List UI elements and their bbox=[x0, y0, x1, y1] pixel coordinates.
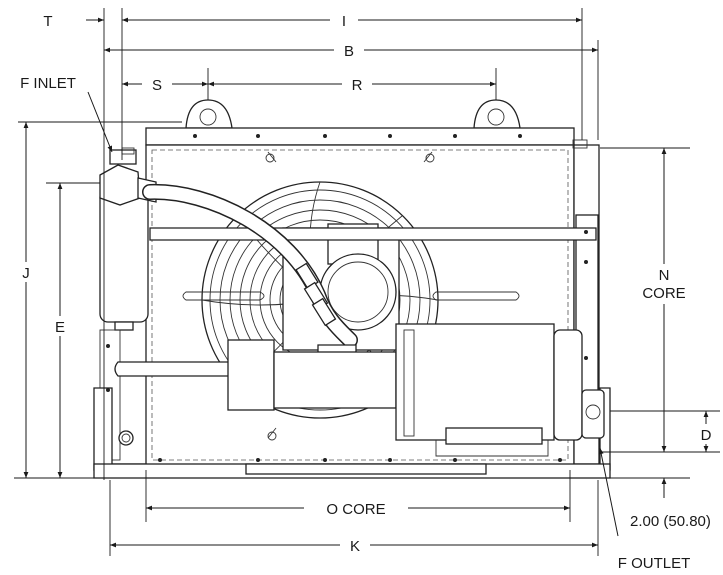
lifting-lug-left bbox=[185, 99, 233, 129]
outlet-fitting bbox=[581, 389, 605, 439]
label-S: S bbox=[152, 77, 162, 94]
lifting-lug-right bbox=[473, 99, 521, 129]
motor bbox=[227, 323, 583, 445]
label-F-inlet: F INLET bbox=[20, 75, 76, 92]
label-I: I bbox=[342, 13, 346, 30]
label-B: B bbox=[344, 43, 354, 60]
label-R: R bbox=[352, 77, 363, 94]
dimension-labels: T I B F INLET S R J E N CORE D O CORE 2.… bbox=[20, 13, 712, 572]
leader-F-inlet bbox=[87, 91, 113, 153]
label-N: N bbox=[659, 267, 670, 284]
label-2in: 2.00 (50.80) bbox=[630, 513, 711, 530]
leader-F-outlet bbox=[598, 447, 619, 537]
label-F-outlet: F OUTLET bbox=[618, 555, 691, 572]
label-N-core: CORE bbox=[642, 285, 685, 302]
cooler-assembly bbox=[93, 99, 611, 479]
label-E: E bbox=[55, 319, 65, 336]
label-T: T bbox=[43, 13, 52, 30]
label-J: J bbox=[22, 265, 30, 282]
label-D: D bbox=[701, 427, 712, 444]
label-K: K bbox=[350, 538, 360, 555]
top-bar bbox=[145, 127, 575, 146]
label-O-core: O CORE bbox=[326, 501, 385, 518]
